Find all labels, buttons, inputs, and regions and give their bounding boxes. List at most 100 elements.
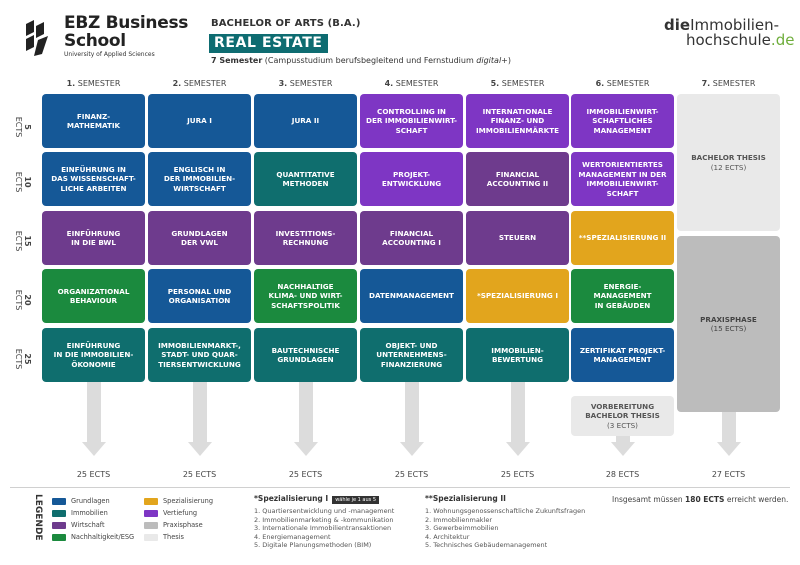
module-vorbereitung-thesis-title: VORBEREITUNG BACHELOR THESIS	[585, 401, 660, 421]
semester-6-header: 6. SEMESTER	[595, 79, 650, 88]
arrow-head-icon	[611, 442, 635, 456]
arrow-head-icon	[188, 442, 212, 456]
immobilienhochschule-logo-line2: hochschule.de	[686, 31, 795, 49]
ects-row-10: 10 ECTS	[14, 171, 32, 193]
arrow-shaft	[87, 380, 101, 442]
degree-title: BACHELOR OF ARTS (B.A.)	[211, 18, 361, 29]
arrow-shaft	[193, 380, 207, 442]
arrow-shaft	[405, 380, 419, 442]
semester-5-total: 25 ECTS	[500, 470, 535, 479]
arrow-head-icon	[82, 442, 106, 456]
module-vorbereitung-thesis: VORBEREITUNG BACHELOR THESIS (3 ECTS)	[571, 396, 674, 436]
module-energiemanagement: ENERGIE- MANAGEMENT IN GEBÄUDEN	[571, 269, 674, 323]
arrow-head-icon	[400, 442, 424, 456]
spezialisierung-1-tag: wähle je 1 aus 5	[332, 496, 379, 504]
legend-item-grundlagen: Grundlagen	[52, 497, 110, 505]
module-jura-2: JURA II	[254, 94, 357, 148]
module-englisch: ENGLISCH IN DER IMMOBILIEN- WIRTSCHAFT	[148, 152, 251, 206]
module-stadtentwicklung: IMMOBILIENMARKT-, STADT- UND QUAR- TIERS…	[148, 328, 251, 382]
ects-row-15: 15 ECTS	[14, 230, 32, 252]
arrow-head-icon	[506, 442, 530, 456]
legend-item-immobilien: Immobilien	[52, 509, 108, 517]
swatch-icon	[144, 521, 158, 529]
swatch-icon	[144, 497, 158, 505]
module-einfuehrung-bwl: EINFÜHRUNG IN DIE BWL	[42, 211, 145, 265]
ects-row-20: 20 ECTS	[14, 289, 32, 311]
logo-subtitle: University of Applied Sciences	[64, 51, 155, 58]
module-wertorientiertes-management: WERTORIENTIERTES MANAGEMENT IN DER IMMOB…	[571, 152, 674, 206]
list-item: 3. Gewerbeimmobilien	[425, 524, 499, 533]
list-item: 4. Architektur	[425, 532, 470, 541]
semester-2-total: 25 ECTS	[182, 470, 217, 479]
arrow-head-icon	[717, 442, 741, 456]
module-bachelor-thesis-ects: (12 ECTS)	[710, 162, 747, 172]
module-immobilienbewertung: IMMOBILIEN- BEWERTUNG	[466, 328, 569, 382]
module-grundlagen-vwl: GRUNDLAGEN DER VWL	[148, 211, 251, 265]
module-projektentwicklung: PROJEKT- ENTWICKLUNG	[360, 152, 463, 206]
module-datenmanagement: DATENMANAGEMENT	[360, 269, 463, 323]
list-item: 1. Wohnungsgenossenschaftliche Zukunftsf…	[425, 507, 586, 515]
semester-4-header: 4. SEMESTER	[384, 79, 439, 88]
module-finanzmathematik: FINANZ- MATHEMATIK	[42, 94, 145, 148]
logo-name: EBZ Business	[64, 13, 189, 33]
swatch-icon	[52, 497, 66, 505]
list-item: 4. Energiemanagement	[254, 532, 331, 541]
ebz-logo-icon	[26, 20, 48, 56]
semester-5-header: 5. SEMESTER	[490, 79, 545, 88]
swatch-icon	[52, 509, 66, 517]
module-praxisphase-title: PRAXISPHASE	[700, 314, 757, 324]
semester-1-header: 1. SEMESTER	[66, 79, 121, 88]
semester-info: 7 Semester (Campusstudium berufsbegleite…	[211, 56, 511, 65]
module-organizational-behaviour: ORGANIZATIONAL BEHAVIOUR	[42, 269, 145, 323]
spezialisierung-2-list: 1. Wohnungsgenossenschaftliche Zukunftsf…	[425, 507, 585, 550]
program-title: REAL ESTATE	[209, 34, 328, 53]
module-praxisphase: PRAXISPHASE (15 ECTS)	[677, 236, 780, 412]
logo-name-line2: School	[64, 31, 126, 51]
module-zertifikat-projektmanagement: ZERTIFIKAT PROJEKT- MANAGEMENT	[571, 328, 674, 382]
ects-row-25: 25 ECTS	[14, 348, 32, 370]
divider	[10, 487, 790, 488]
list-item: 1. Quartiersentwicklung und -management	[254, 507, 395, 515]
module-investitionsrechnung: INVESTITIONS- RECHNUNG	[254, 211, 357, 265]
list-item: 2. Immobilienmakler	[425, 515, 493, 524]
semester-2-header: 2. SEMESTER	[172, 79, 227, 88]
module-finanzierung: OBJEKT- UND UNTERNEHMENS- FINANZIERUNG	[360, 328, 463, 382]
legend-item-spezialisierung: Spezialisierung	[144, 497, 213, 505]
module-financial-accounting-2: FINANCIAL ACCOUNTING II	[466, 152, 569, 206]
module-einfuehrung-immobilienoekonomie: EINFÜHRUNG IN DIE IMMOBILIEN- ÖKONOMIE	[42, 328, 145, 382]
semester-3-total: 25 ECTS	[288, 470, 323, 479]
module-spezialisierung-1: *SPEZIALISIERUNG I	[466, 269, 569, 323]
arrow-shaft	[616, 436, 630, 444]
semester-4-total: 25 ECTS	[394, 470, 429, 479]
module-nachhaltige-politik: NACHHALTIGE KLIMA- UND WIRT- SCHAFTSPOLI…	[254, 269, 357, 323]
module-bachelor-thesis-title: BACHELOR THESIS	[691, 153, 766, 162]
swatch-icon	[144, 533, 158, 541]
module-bachelor-thesis: BACHELOR THESIS (12 ECTS)	[677, 94, 780, 231]
module-immobilienwirtschaftliches-management: IMMOBILIENWIRT- SCHAFTLICHES MANAGEMENT	[571, 94, 674, 148]
legend-item-nachhaltigkeit: Nachhaltigkeit/ESG	[52, 533, 134, 541]
module-internationale-maerkte: INTERNATIONALE FINANZ- UND IMMOBILIENMÄR…	[466, 94, 569, 148]
module-jura-1: JURA I	[148, 94, 251, 148]
swatch-icon	[52, 533, 66, 541]
arrow-shaft	[511, 380, 525, 442]
module-spezialisierung-2: **SPEZIALISIERUNG II	[571, 211, 674, 265]
semester-7-header: 7. SEMESTER	[701, 79, 756, 88]
semester-1-total: 25 ECTS	[76, 470, 111, 479]
module-praxisphase-ects: (15 ECTS)	[710, 324, 747, 333]
spezialisierung-2-title: **Spezialisierung II	[425, 494, 506, 503]
module-personal-organisation: PERSONAL UND ORGANISATION	[148, 269, 251, 323]
legend-item-wirtschaft: Wirtschaft	[52, 521, 105, 529]
total-ects-summary: Insgesamt müssen 180 ECTS erreicht werde…	[612, 495, 789, 504]
spezialisierung-2-block: **Spezialisierung II 1. Wohnungsgenossen…	[425, 494, 585, 550]
semester-7-total: 27 ECTS	[711, 470, 746, 479]
immobilienhochschule-logo: dieImmobilien-	[664, 16, 780, 34]
arrow-head-icon	[294, 442, 318, 456]
swatch-icon	[52, 521, 66, 529]
arrow-shaft	[299, 380, 313, 442]
legend-item-vertiefung: Vertiefung	[144, 509, 197, 517]
module-vorbereitung-thesis-ects: (3 ECTS)	[607, 420, 638, 430]
semester-3-header: 3. SEMESTER	[278, 79, 333, 88]
legend-title: LEGENDE	[33, 494, 43, 541]
spezialisierung-1-list: 1. Quartiersentwicklung und -management …	[254, 507, 394, 550]
